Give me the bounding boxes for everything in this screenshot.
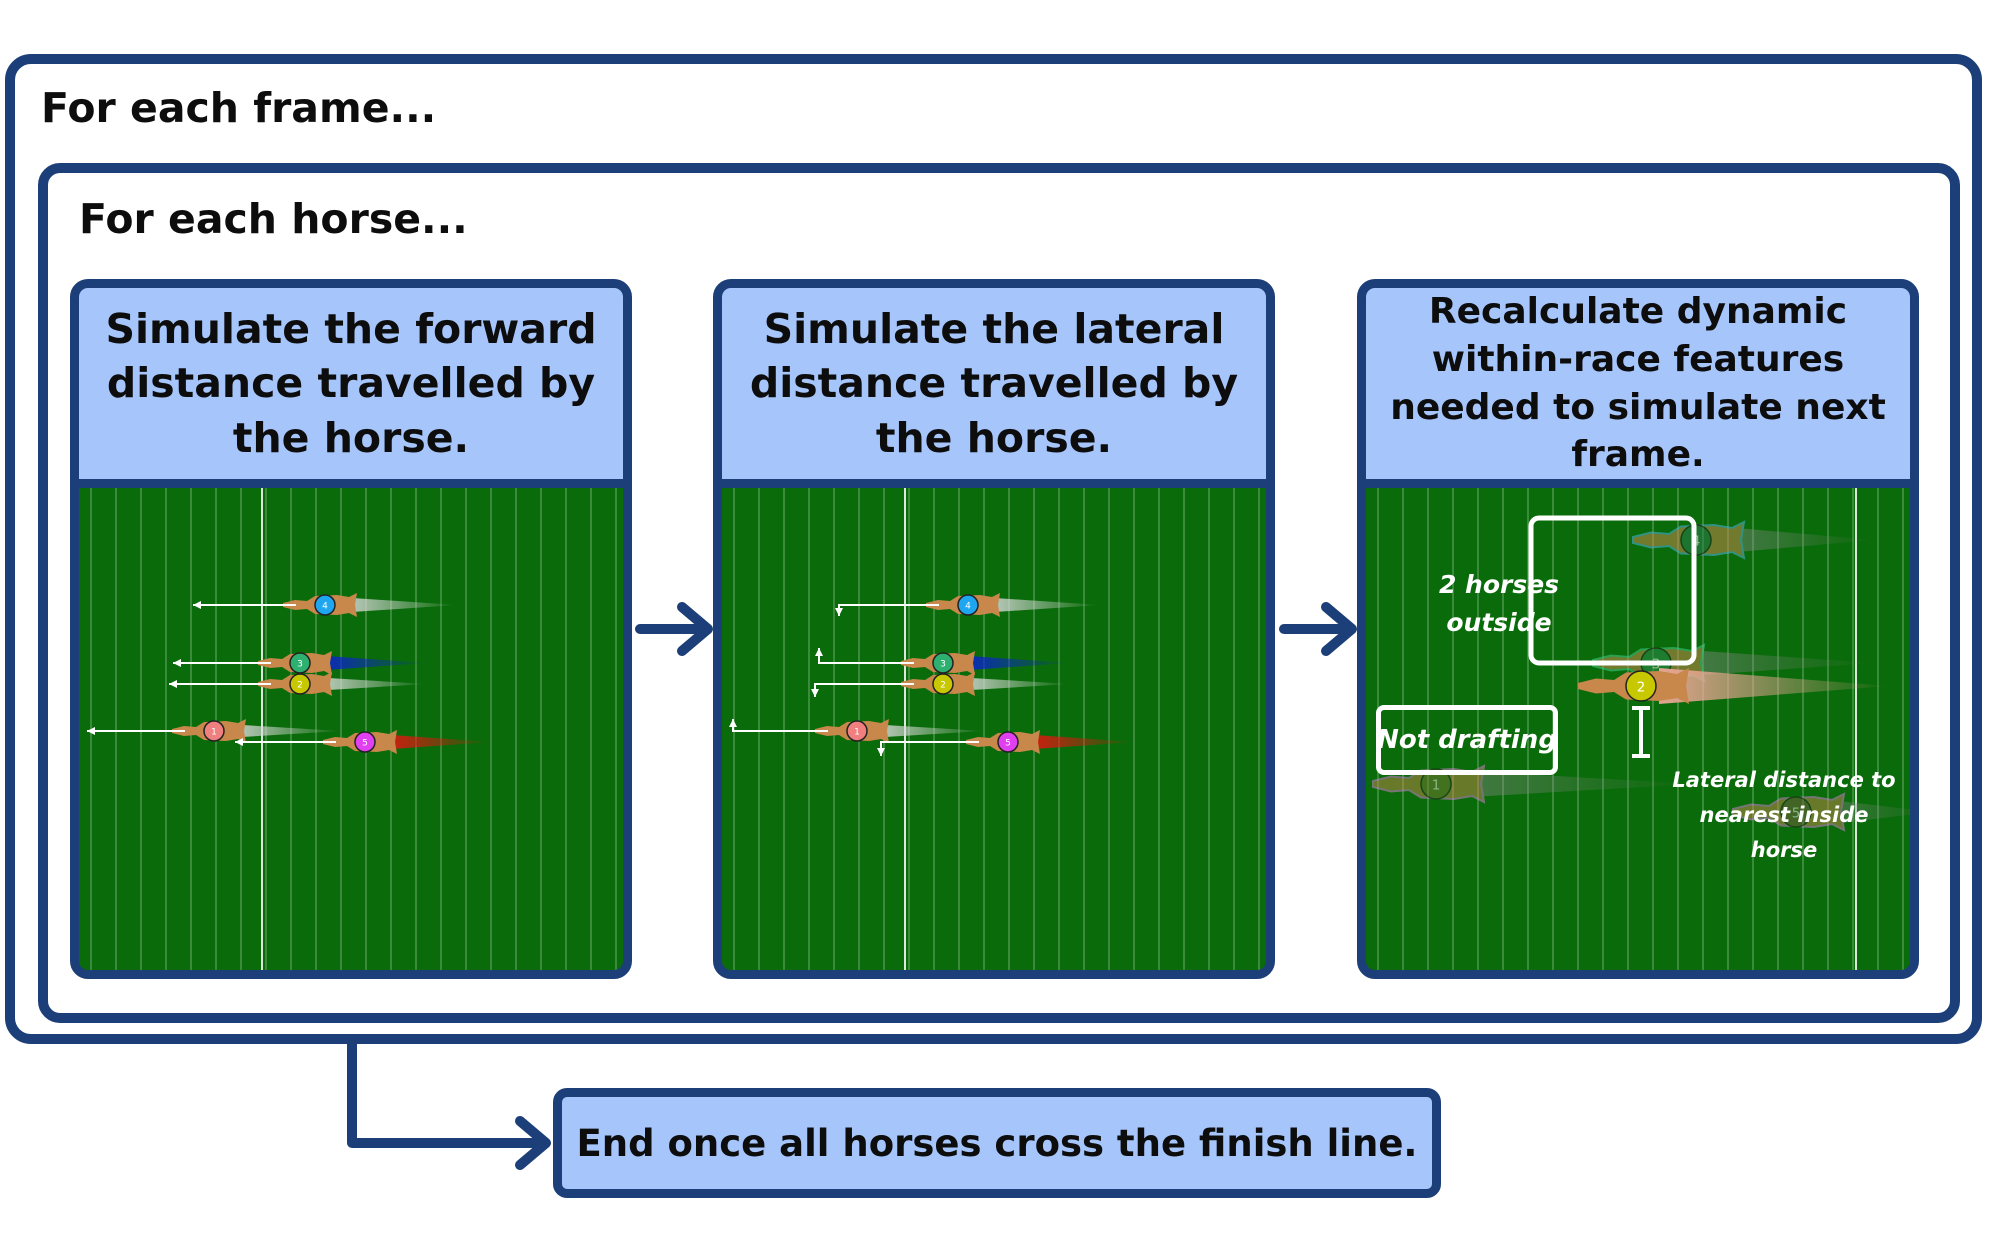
lateral-track-svg: 4 3 2 1 5 xyxy=(722,488,1266,970)
speed-trail xyxy=(980,597,1100,613)
movement-arrow xyxy=(87,727,185,735)
horse-number: 1 xyxy=(854,728,860,738)
saddle-cloth xyxy=(957,594,979,616)
step-lateral-panel: Simulate the lateral distance travelled … xyxy=(713,279,1275,979)
saddle-cloth xyxy=(1420,768,1452,800)
horse-2: 2 xyxy=(901,672,1070,696)
arrow-loop-exit xyxy=(347,1039,551,1170)
horse-number: 2 xyxy=(940,681,946,691)
movement-arrow xyxy=(169,680,271,688)
end-condition-box: End once all horses cross the finish lin… xyxy=(553,1088,1441,1198)
lateral-track-view: 4 3 2 1 5 xyxy=(722,488,1266,970)
horse-number: 1 xyxy=(1432,777,1441,793)
movement-arrow xyxy=(815,648,914,664)
speed-trail xyxy=(1454,770,1694,798)
movement-arrow xyxy=(729,719,828,732)
horse-number: 5 xyxy=(1792,805,1801,821)
movement-arrow xyxy=(193,601,296,609)
horse-number: 5 xyxy=(362,739,368,749)
horse-3: 3 xyxy=(901,651,1070,675)
step-lateral-title: Simulate the lateral distance travelled … xyxy=(722,288,1266,488)
turf xyxy=(79,488,623,970)
step-forward-title: Simulate the forward distance travelled … xyxy=(79,288,623,488)
turf xyxy=(722,488,1266,970)
step-recalculate-panel: Recalculate dynamic within-race features… xyxy=(1357,279,1919,979)
forward-track-view: 4 3 2 1 5 xyxy=(79,488,623,970)
saddle-cloth xyxy=(203,720,225,742)
horses-outside-label: 2 horses outside xyxy=(1438,570,1560,637)
speed-trail xyxy=(312,677,427,691)
movement-arrow xyxy=(235,738,336,746)
horse-5: 5 xyxy=(966,730,1135,754)
speed-trail xyxy=(1674,649,1874,677)
speed-trail xyxy=(955,677,1070,691)
saddle-cloth xyxy=(846,720,868,742)
horse-number: 5 xyxy=(1005,739,1011,749)
movement-arrow xyxy=(835,604,939,616)
speed-trail xyxy=(226,724,341,738)
saddle-cloth xyxy=(1625,670,1657,702)
movement-arrow xyxy=(811,683,914,697)
step-forward-panel: Simulate the forward distance travelled … xyxy=(70,279,632,979)
saddle-cloth xyxy=(289,652,311,674)
horse-number: 3 xyxy=(297,660,303,670)
horse-loop-box xyxy=(38,163,1960,1023)
horse-number: 1 xyxy=(211,728,217,738)
horse-number: 2 xyxy=(297,681,303,691)
speed-trail xyxy=(337,597,457,613)
horse-5: 5 xyxy=(1732,792,1910,832)
speed-trail xyxy=(869,724,984,738)
horse-4: 4 xyxy=(926,593,1100,617)
horse-2: 2 xyxy=(1578,668,1889,704)
speed-trail xyxy=(1714,526,1874,554)
saddle-cloth xyxy=(997,731,1019,753)
saddle-cloth xyxy=(289,673,311,695)
speed-trail xyxy=(1020,734,1135,750)
horse-4: 4 xyxy=(283,593,457,617)
frame-loop-box xyxy=(5,54,1982,1044)
horse-number: 4 xyxy=(322,602,328,612)
horse-number: 2 xyxy=(1637,679,1646,695)
horse-1: 1 xyxy=(172,719,341,743)
movement-arrow xyxy=(877,741,979,756)
forward-track-svg: 4 3 2 1 5 xyxy=(79,488,623,970)
saddle-cloth xyxy=(354,731,376,753)
step-recalculate-title: Recalculate dynamic within-race features… xyxy=(1366,288,1910,488)
turf xyxy=(1366,488,1910,970)
horse-5: 5 xyxy=(323,730,492,754)
horse-3: 3 xyxy=(258,651,427,675)
horse-number: 3 xyxy=(940,660,946,670)
frame-loop-label: For each frame... xyxy=(41,84,437,132)
horse-1: 1 xyxy=(815,719,984,743)
speed-trail xyxy=(955,655,1070,671)
movement-arrow xyxy=(173,659,271,667)
speed-trail xyxy=(377,734,492,750)
saddle-cloth xyxy=(1780,796,1812,828)
saddle-cloth xyxy=(932,673,954,695)
horse-number: 4 xyxy=(965,602,971,612)
speed-trail xyxy=(312,655,427,671)
saddle-cloth xyxy=(314,594,336,616)
lateral-distance-label: Lateral distance to nearest inside horse xyxy=(1672,768,1896,862)
horse-2: 2 xyxy=(258,672,427,696)
not-drafting-label: Not drafting xyxy=(1376,705,1558,775)
lateral-distance-bracket xyxy=(1632,706,1650,758)
speed-trail xyxy=(1659,668,1889,704)
horse-loop-label: For each horse... xyxy=(79,195,468,243)
horse-1: 1 xyxy=(1372,764,1694,804)
outside-horses-highlight xyxy=(1528,515,1697,666)
saddle-cloth xyxy=(932,652,954,674)
